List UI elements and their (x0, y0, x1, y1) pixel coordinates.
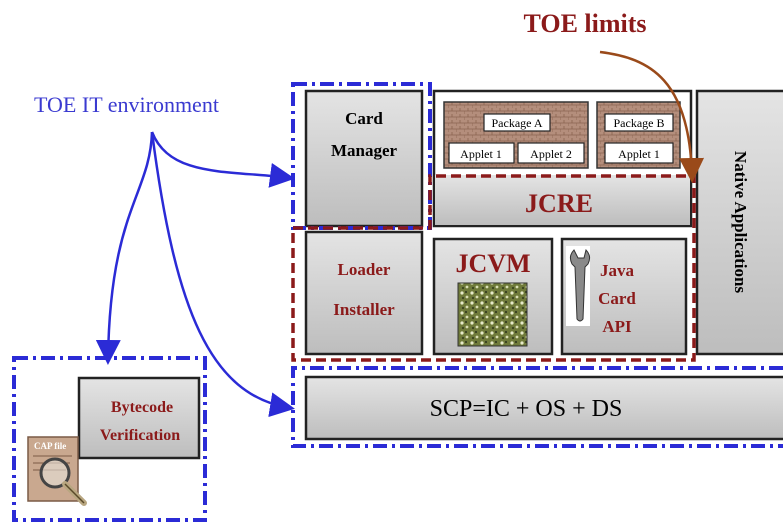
java-card-api-line2: Card (598, 289, 636, 308)
jcvm-label: JCVM (455, 249, 530, 278)
cap-file-icon: CAP file (27, 436, 87, 506)
scp-label: SCP=IC + OS + DS (430, 396, 623, 422)
arrow-to-card-manager (150, 131, 295, 188)
toe-it-environment-boundaries (12, 82, 783, 522)
jcre-label: JCRE (525, 189, 593, 218)
loader-installer-box: Loader Installer (304, 230, 424, 356)
scp-boundary (291, 366, 783, 448)
jcvm-box: JCVM (432, 237, 554, 356)
java-card-api-line1: Java (600, 261, 635, 280)
card-manager-boundary (291, 82, 432, 230)
cap-file-label: CAP file (34, 441, 66, 451)
native-applications-label: Native Applications (731, 151, 750, 294)
arrow-to-scp (150, 131, 295, 418)
toe-limits-title: TOE limits (523, 9, 646, 38)
package-a: Package A Applet 1 Applet 2 (443, 101, 589, 169)
bytecode-label-line1: Bytecode (111, 399, 173, 416)
package-a-label: Package A (492, 116, 543, 130)
arrow-to-bytecode (95, 131, 154, 365)
card-manager-label-line2: Manager (331, 141, 398, 160)
bytecode-verification-box: Bytecode Verification (77, 376, 201, 460)
native-applications-box: Native Applications (695, 89, 783, 356)
scp-box: SCP=IC + OS + DS (304, 375, 783, 441)
arrow-toe-limits (599, 50, 705, 183)
toe-it-environment-label: TOE IT environment (34, 92, 219, 117)
applet-1b-label: Applet 1 (618, 147, 660, 161)
bytecode-boundary (12, 356, 207, 522)
applet-1-label: Applet 1 (460, 147, 502, 161)
jcvm-image (457, 282, 528, 347)
package-b: Package B Applet 1 (596, 101, 681, 169)
environment-arrows (95, 131, 295, 418)
applet-2-label: Applet 2 (530, 147, 572, 161)
magnifier-icon (39, 457, 87, 506)
package-b-label: Package B (614, 116, 665, 130)
card-manager-label-line1: Card (345, 109, 383, 128)
card-manager-box: Card Manager (304, 89, 424, 228)
bytecode-label-line2: Verification (100, 427, 180, 444)
java-card-api-box: Java Card API (560, 237, 688, 356)
installer-label: Installer (333, 300, 395, 319)
loader-label: Loader (338, 260, 391, 279)
wrench-icon (566, 246, 591, 326)
java-card-api-line3: API (602, 317, 632, 336)
